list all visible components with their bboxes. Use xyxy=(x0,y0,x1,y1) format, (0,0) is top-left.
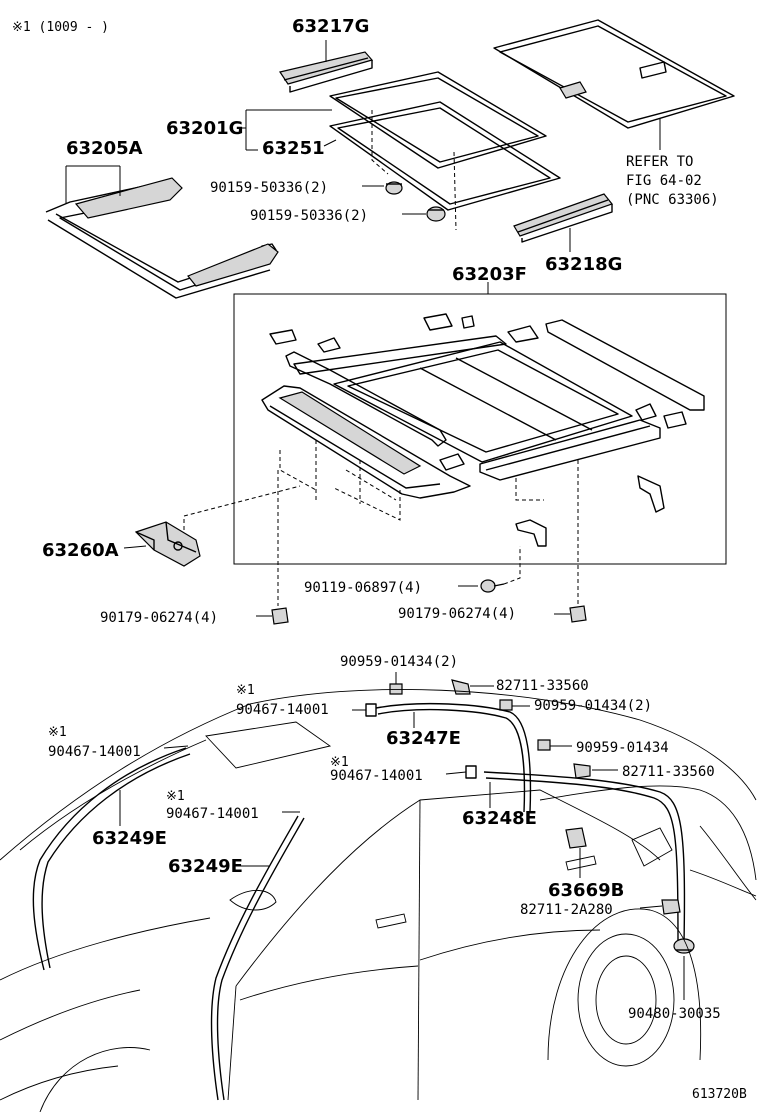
clip-90959-b xyxy=(499,699,513,711)
label-90480: 90480-30035 xyxy=(628,1006,721,1022)
grommet-63669B xyxy=(565,827,587,849)
clip-90467-c xyxy=(465,765,477,779)
label-63205A: 63205A xyxy=(66,138,143,159)
label-90179-left: 90179-06274(4) xyxy=(100,610,218,626)
label-90467-d: 90467-14001 xyxy=(166,806,259,822)
leader-90467-c xyxy=(445,771,467,775)
bolt-90119 xyxy=(480,579,505,593)
leader-90467-b xyxy=(163,745,189,749)
nut-90179-right xyxy=(569,605,587,623)
bolt-90159-a xyxy=(385,181,403,195)
label-63248E: 63248E xyxy=(462,808,537,829)
part-63217G-rail xyxy=(279,51,374,93)
label-63249E-a: 63249E xyxy=(92,828,167,849)
label-90467-b: 90467-14001 xyxy=(48,744,141,760)
part-63251-weatherstrip xyxy=(329,101,561,211)
svg-text:REFER TO: REFER TO xyxy=(626,154,693,170)
leader-63251 xyxy=(323,139,337,147)
hose-63249E-right xyxy=(210,815,305,1101)
label-63251: 63251 xyxy=(262,138,325,159)
clip-90467-a xyxy=(365,703,377,717)
hose-63247E xyxy=(375,702,532,813)
dash-glass xyxy=(371,110,457,231)
mark-1-d: ※1 xyxy=(166,789,185,804)
label-90959-a: 90959-01434(2) xyxy=(340,654,458,670)
mark-1-a: ※1 xyxy=(236,683,255,698)
refer-note: REFER TO FIG 64-02 (PNC 63306) xyxy=(626,154,719,208)
leader-63260A xyxy=(123,545,147,549)
mark-1-c: ※1 xyxy=(330,755,349,770)
part-63203F-housing xyxy=(261,313,705,547)
label-90119: 90119-06897(4) xyxy=(304,580,422,596)
part-63260A-motor xyxy=(134,521,201,567)
label-63201G: 63201G xyxy=(166,118,243,139)
box-63203F xyxy=(233,293,727,565)
clip-90959-c xyxy=(537,739,551,751)
clamp-82711-b xyxy=(573,763,591,779)
part-63205A-frame xyxy=(45,177,279,299)
label-63247E: 63247E xyxy=(386,728,461,749)
label-90467-c: 90467-14001 xyxy=(330,768,423,784)
dash-motor xyxy=(183,485,301,530)
dash-90119 xyxy=(503,546,521,585)
label-90179-right: 90179-06274(4) xyxy=(398,606,516,622)
part-sunroof-glass xyxy=(493,19,735,129)
part-63201G-panel xyxy=(329,71,547,169)
grommet-90480 xyxy=(673,938,695,954)
label-90467-a: 90467-14001 xyxy=(236,702,329,718)
label-63249E-b: 63249E xyxy=(168,856,243,877)
clamp-82711-a xyxy=(451,679,471,695)
header-note: ※1 (1009 - ) xyxy=(12,20,109,35)
label-63218G: 63218G xyxy=(545,254,622,275)
svg-text:FIG 64-02: FIG 64-02 xyxy=(626,173,702,189)
label-63260A: 63260A xyxy=(42,540,119,561)
label-82711-a: 82711-33560 xyxy=(496,678,589,694)
leader-63201G xyxy=(238,109,332,151)
part-63218G-rail xyxy=(513,193,613,243)
mark-1-b: ※1 xyxy=(48,725,67,740)
label-82711-b: 82711-33560 xyxy=(622,764,715,780)
label-63203F: 63203F xyxy=(452,264,527,285)
label-63217G: 63217G xyxy=(292,16,369,37)
hose-63249E-left xyxy=(32,747,191,971)
svg-text:(PNC 63306): (PNC 63306) xyxy=(626,192,719,208)
label-90959-c: 90959-01434 xyxy=(576,740,669,756)
bolt-90159-b xyxy=(426,206,446,222)
hose-63248E xyxy=(483,771,686,945)
figure-code: 613720B xyxy=(692,1087,747,1102)
dash-housing-left xyxy=(279,440,401,521)
label-63669B: 63669B xyxy=(548,880,624,901)
nut-90179-left xyxy=(271,607,289,625)
vehicle-body-outline xyxy=(0,689,757,1112)
label-90159-b: 90159-50336(2) xyxy=(250,208,368,224)
clamp-82711-c xyxy=(661,899,681,915)
label-90959-b: 90959-01434(2) xyxy=(534,698,652,714)
leader-63205A xyxy=(65,165,121,204)
dash-housing-right xyxy=(515,460,579,608)
label-90159-a: 90159-50336(2) xyxy=(210,180,328,196)
leader-82711-c xyxy=(639,905,663,909)
label-82711-c: 82711-2A280 xyxy=(520,902,613,918)
